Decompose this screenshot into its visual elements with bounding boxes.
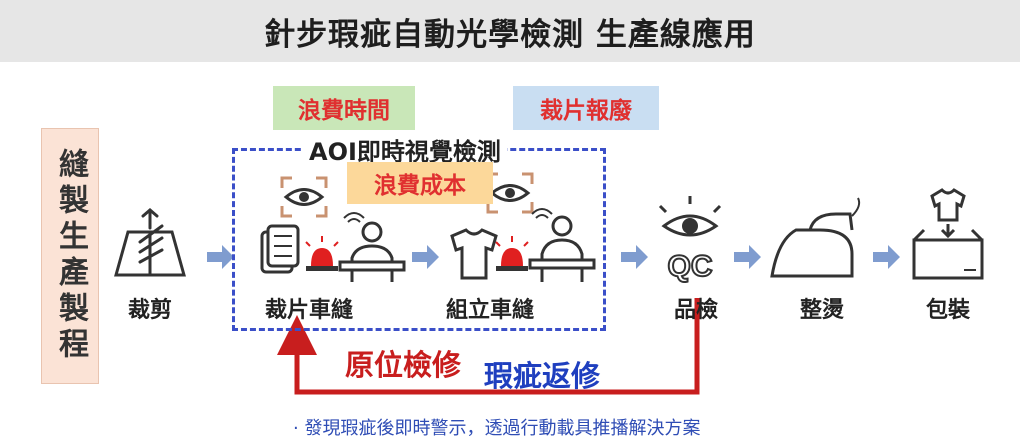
flow-arrow-5 [873, 245, 900, 269]
alarm-light-icon-1 [305, 236, 339, 271]
step-label-cutting: 裁剪 [128, 298, 173, 323]
defect-return-label: 瑕疵返修 [484, 359, 601, 393]
inplace-repair-label: 原位檢修 [345, 348, 462, 382]
iron-icon [770, 197, 861, 278]
worker-icon-2 [528, 208, 596, 282]
packing-box-icon [912, 188, 984, 280]
waste-time-tag: 浪費時間 [273, 86, 415, 130]
step-label-piece-sewing: 裁片車縫 [265, 298, 354, 323]
qc-eye-icon [658, 196, 722, 237]
step-label-ironing: 整燙 [800, 298, 845, 323]
scrap-tag: 裁片報廢 [513, 86, 659, 130]
footnote: · 發現瑕疵後即時警示，透過行動載具推播解決方案 [293, 418, 701, 439]
title-bar: 針步瑕疵自動光學檢測 生產線應用 [0, 0, 1020, 62]
shirt-icon [450, 228, 498, 280]
flow-arrow-1 [207, 245, 234, 269]
step-label-assembly-sewing: 組立車縫 [446, 298, 535, 323]
worker-icon-1 [338, 212, 406, 282]
process-sidebar: 縫製生產製程 [41, 128, 99, 384]
sidebar-label: 縫製生產製程 [53, 148, 88, 364]
cutting-icon [114, 208, 186, 277]
rework-loop-line [277, 298, 700, 395]
qc-text: QC [668, 250, 713, 283]
step-label-inspection: 品檢 [674, 298, 719, 323]
flow-arrow-3 [621, 245, 648, 269]
cut-pieces-icon [260, 224, 300, 274]
alarm-light-icon-2 [495, 236, 529, 271]
eye-scan-icon-1 [280, 176, 328, 218]
flow-arrow-2 [412, 245, 439, 269]
step-label-packing: 包裝 [926, 298, 971, 323]
waste-cost-tag: 浪費成本 [347, 162, 493, 204]
page-title: 針步瑕疵自動光學檢測 生產線應用 [264, 16, 756, 53]
flow-arrow-4 [734, 245, 761, 269]
aoi-box-label: AOI即時視覺檢測 [303, 132, 507, 167]
